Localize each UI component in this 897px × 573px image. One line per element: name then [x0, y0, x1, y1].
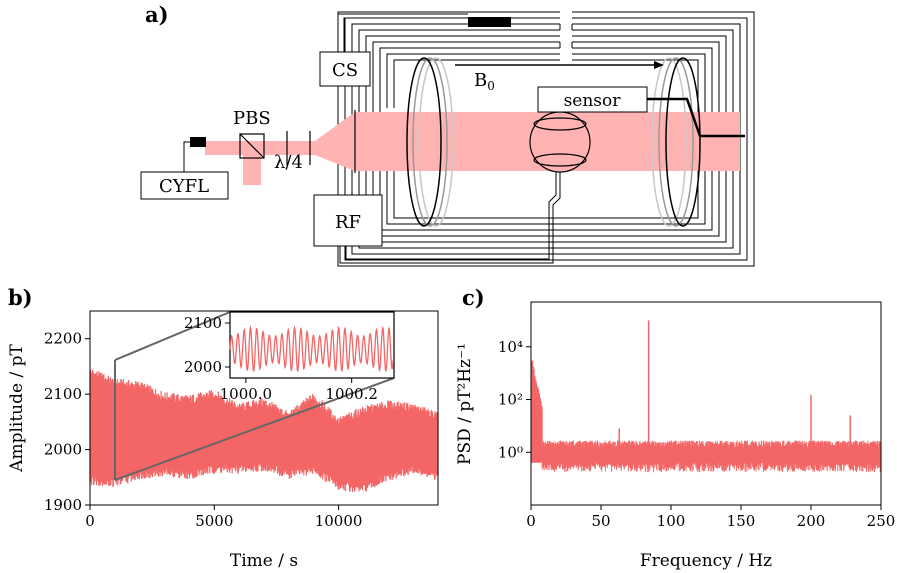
- psd-xtick-label: 0: [526, 512, 536, 530]
- psd-ylabel: PSD / pT²Hz⁻¹: [455, 343, 475, 465]
- psd-ytick-label: 10⁴: [498, 338, 523, 356]
- panel-b-label: b): [8, 285, 33, 310]
- cs-box: [319, 51, 371, 87]
- fiber: [183, 141, 190, 172]
- cs-label: CS: [332, 60, 358, 81]
- rf-cable: [339, 172, 561, 264]
- rf-label: RF: [335, 212, 361, 233]
- inset-xtick-label: 1000.0: [220, 385, 273, 403]
- coil-right: [651, 57, 701, 227]
- psd-ticks: 0 50 100 150 200 250 10⁰ 10² 10⁴: [498, 338, 895, 530]
- cyfl-label: CYFL: [159, 176, 209, 197]
- rf-box: [313, 194, 383, 247]
- psd-plot-area: [530, 320, 882, 473]
- panel-c-label: c): [462, 285, 485, 310]
- time-series-xlabel: Time / s: [230, 551, 298, 571]
- panel-a-label: a): [145, 2, 169, 27]
- psd-xtick-label: 50: [591, 512, 610, 530]
- cs-connector: [468, 17, 511, 27]
- chart-time-series: b) 0 5000 10000 1900 2000 2100 2200 Time / s A…: [7, 285, 439, 571]
- pbs-cube: [239, 133, 265, 159]
- psd-frame: [530, 301, 882, 506]
- b0-label: B0: [474, 70, 495, 93]
- coil-left: [406, 57, 454, 227]
- psd-xlabel: Frequency / Hz: [640, 551, 772, 571]
- time-series-ylabel: Amplitude / pT: [7, 344, 27, 473]
- time-series-plot-area: [89, 369, 439, 493]
- inset-ytick-label: 2100: [184, 314, 222, 332]
- shield-gap-top: [560, 10, 572, 62]
- time-series-ytick-label: 1900: [44, 496, 82, 514]
- sensor-label: sensor: [564, 91, 622, 111]
- waveplate-label: λ/4: [274, 152, 303, 173]
- b0-arrow: [455, 61, 664, 69]
- psd-xtick-label: 150: [727, 512, 756, 530]
- pbs-label: PBS: [233, 108, 271, 129]
- time-series-xtick-label: 0: [85, 512, 95, 530]
- time-series-ytick-label: 2000: [44, 441, 82, 459]
- psd-ytick-label: 10⁰: [498, 443, 523, 461]
- time-series-xtick-label: 5000: [195, 512, 233, 530]
- psd-xtick-label: 250: [867, 512, 896, 530]
- time-series-xtick-label: 10000: [315, 512, 363, 530]
- psd-xtick-label: 200: [797, 512, 826, 530]
- zoom-connector: [114, 311, 395, 481]
- time-series-frame: [89, 310, 439, 506]
- chart-psd: c) 0 50 100 150 200 250 10⁰ 10² 10⁴ Frequency / …: [455, 285, 895, 571]
- inset-plot-area: [229, 325, 394, 373]
- cyfl-box: [140, 171, 229, 200]
- optics: [239, 110, 356, 173]
- setup-diagram: a): [140, 2, 755, 267]
- inset-ticks: 1000.0 1000.2 2000 2100: [184, 314, 378, 403]
- cs-cable: [337, 13, 468, 52]
- time-series-signal: [89, 369, 439, 493]
- psd-xtick-label: 100: [657, 512, 686, 530]
- inset-signal: [229, 325, 394, 373]
- time-series-ytick-label: 2200: [44, 330, 82, 348]
- psd-noise-floor: [541, 440, 882, 473]
- time-series-ytick-label: 2100: [44, 385, 82, 403]
- psd-ytick-label: 10²: [498, 391, 523, 409]
- shield-gap-ticks: [559, 24, 573, 48]
- inset-ytick-label: 2000: [184, 358, 222, 376]
- time-series-ticks: 0 5000 10000 1900 2000 2100 2200: [44, 330, 363, 530]
- sensor-cable: [647, 97, 745, 138]
- inset-xtick-label: 1000.2: [325, 385, 378, 403]
- fiber-connector: [190, 137, 206, 147]
